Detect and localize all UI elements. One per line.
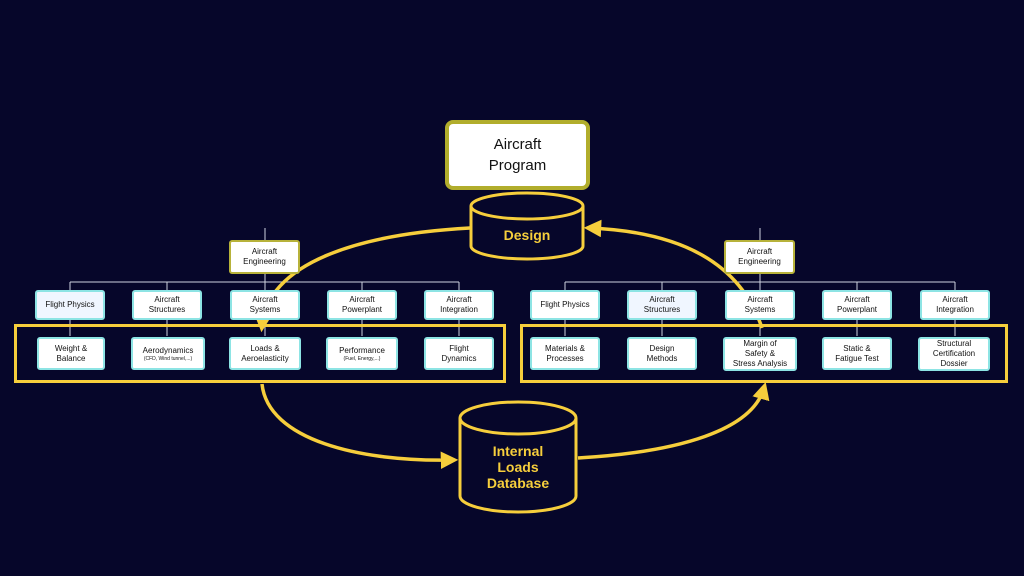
left-activity-aerodynamics: Aerodynamics (CFD, Wind tunnel,...) [131,337,205,370]
activity-line2: Balance [56,353,86,363]
activity-line1: Aerodynamics [142,345,194,355]
discipline-line1: Flight Physics [45,300,95,309]
activity-line1: Loads & [250,343,280,353]
program-line1: Aircraft [493,136,542,153]
activity-line3: Stress Analysis [732,359,788,368]
discipline-line1: Aircraft [252,295,278,304]
discipline-line2: Powerplant [341,305,383,314]
left-discipline-structures: Aircraft Structures [132,290,202,320]
activity-line2: Fatigue Test [835,353,879,363]
left-discipline-flight-physics: Flight Physics [35,290,105,320]
left-discipline-integration: Aircraft Integration [424,290,494,320]
left-engineering-line1: Aircraft [251,247,278,256]
activity-line2: Aeroelasticity [241,353,289,363]
activity-line2: Methods [646,353,678,363]
right-discipline-systems: Aircraft Systems [725,290,795,320]
left-engineering-box: Aircraft Engineering [229,240,300,274]
activity-line2: Dynamics [441,353,477,363]
right-activity-margin-of-safety: Margin of Safety & Stress Analysis [723,337,797,371]
discipline-line1: Aircraft [942,295,968,304]
database-line3: Database [486,475,550,491]
right-discipline-powerplant: Aircraft Powerplant [822,290,892,320]
right-activities-frame [520,324,1008,383]
activity-line2: Safety & [744,349,776,358]
discipline-line1: Aircraft [844,295,870,304]
database-label: Internal Loads Database [460,440,576,494]
activity-line1: Margin of [743,339,777,348]
right-discipline-flight-physics: Flight Physics [530,290,600,320]
left-engineering-line2: Engineering [243,257,286,266]
discipline-line2: Structures [148,305,186,314]
activity-line1: Structural [936,339,972,348]
right-discipline-structures: Aircraft Structures [627,290,697,320]
database-line1: Internal [492,443,544,459]
right-engineering-line1: Aircraft [746,247,773,256]
database-cylinder [458,400,578,514]
discipline-line2: Integration [440,305,478,314]
left-discipline-powerplant: Aircraft Powerplant [327,290,397,320]
discipline-line1: Aircraft [349,295,375,304]
left-activity-flight-dynamics: Flight Dynamics [424,337,494,370]
discipline-line1: Flight Physics [540,300,590,309]
program-line2: Program [488,157,547,174]
left-activities-frame [14,324,506,383]
activity-line1: Performance [339,345,385,355]
left-activity-performance: Performance (Fuel, Energy,...) [326,337,398,370]
activity-line1: Static & [843,343,871,353]
right-activity-materials-processes: Materials & Processes [530,337,600,370]
activity-line1: Flight [449,343,469,353]
arrow-database-to-right [577,381,770,460]
discipline-line1: Aircraft [747,295,773,304]
design-label: Design [503,227,551,243]
design-cylinder [469,191,585,261]
right-engineering-line2: Engineering [738,257,781,266]
discipline-line2: Powerplant [836,305,878,314]
discipline-line1: Aircraft [154,295,180,304]
discipline-line2: Systems [744,305,776,314]
left-activity-weight-balance: Weight & Balance [37,337,105,370]
right-engineering-box: Aircraft Engineering [724,240,795,274]
right-activity-static-fatigue: Static & Fatigue Test [822,337,892,370]
right-discipline-integration: Aircraft Integration [920,290,990,320]
discipline-line2: Systems [249,305,281,314]
left-discipline-systems: Aircraft Systems [230,290,300,320]
right-activity-design-methods: Design Methods [627,337,697,370]
activity-line3: Dossier [940,359,968,368]
activity-line1: Design [649,343,675,353]
discipline-line2: Structures [643,305,681,314]
discipline-line2: Integration [936,305,974,314]
left-activity-loads-aeroelasticity: Loads & Aeroelasticity [229,337,301,370]
activity-sub: (CFD, Wind tunnel,...) [143,355,193,362]
right-activity-structural-certification: Structural Certification Dossier [918,337,990,371]
aircraft-program-box: Aircraft Program [445,120,590,190]
activity-line1: Weight & [54,343,88,353]
activity-line2: Processes [546,353,584,363]
database-line2: Loads [497,459,539,475]
activity-sub: (Fuel, Energy,...) [343,355,381,362]
activity-line1: Materials & [544,343,585,353]
discipline-line1: Aircraft [649,295,675,304]
arrow-left-to-database [260,383,459,469]
discipline-line1: Aircraft [446,295,472,304]
activity-line2: Certification [932,349,976,358]
right-tree-lines [564,228,956,336]
